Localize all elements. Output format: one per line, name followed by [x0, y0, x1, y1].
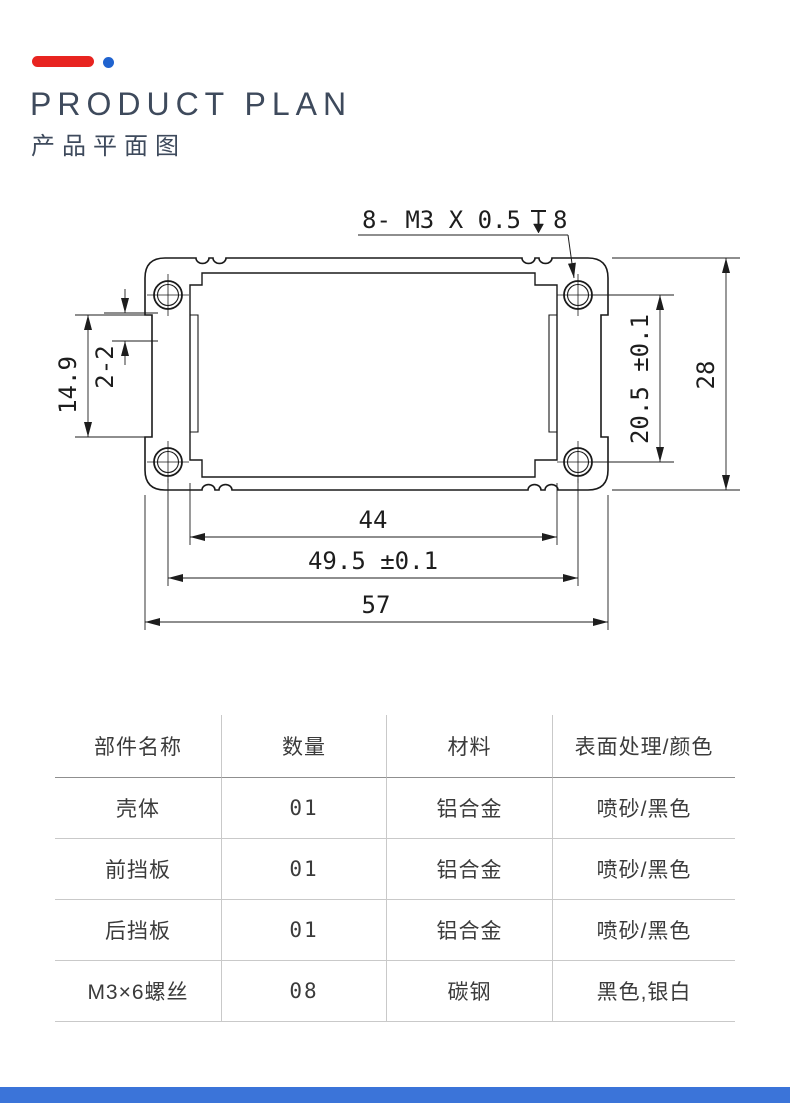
table-row-finish: 喷砂/黑色: [552, 839, 735, 900]
dim-bottom-outer: 57: [362, 591, 391, 619]
table-row-part-name: M3×6螺丝: [55, 961, 221, 1022]
table-row-finish: 喷砂/黑色: [552, 778, 735, 839]
dim-left-outer: 14.9: [54, 356, 82, 414]
dim-left-step: 2-2: [91, 345, 119, 388]
page-title: PRODUCT PLAN: [30, 86, 353, 122]
table-row-material: 碳钢: [386, 961, 552, 1022]
table-row-quantity: 01: [221, 778, 386, 839]
page-subtitle: 产品平面图: [31, 133, 186, 160]
table-row-material: 铝合金: [386, 900, 552, 961]
table-row-part-name: 壳体: [55, 778, 221, 839]
col-header-finish: 表面处理/颜色: [552, 715, 735, 778]
red-dash-icon: [32, 56, 94, 67]
quantity-value: 01: [289, 796, 319, 820]
thread-depth-value: 8: [553, 206, 567, 234]
quantity-value: 08: [289, 979, 319, 1003]
quantity-value: 01: [289, 857, 319, 881]
table-row-part-name: 后挡板: [55, 900, 221, 961]
screw-boss-holes: [147, 274, 599, 483]
quantity-value: 01: [289, 918, 319, 942]
dimension-labels: 14.9 2-2 20.5 ±0.1 28 44 49.5 ±0.1 57: [54, 314, 720, 619]
table-row-finish: 黑色,银白: [552, 961, 735, 1022]
thread-callout-text: 8- M3 X 0.5: [362, 206, 521, 234]
enclosure-outline: [144, 257, 609, 491]
table-row-quantity: 01: [221, 900, 386, 961]
dim-bottom-inner: 44: [359, 506, 388, 534]
footer-accent-bar: [0, 1087, 790, 1103]
parts-table: 部件名称 数量 材料 表面处理/颜色 壳体 01 铝合金 喷砂/黑色 前挡板 0…: [55, 715, 735, 1022]
col-header-quantity: 数量: [221, 715, 386, 778]
thread-callout: 8- M3 X 0.5 8: [358, 206, 576, 279]
col-header-part-name: 部件名称: [55, 715, 221, 778]
table-row-material: 铝合金: [386, 778, 552, 839]
blue-dot-icon: [103, 57, 114, 68]
table-row-material: 铝合金: [386, 839, 552, 900]
table-row-quantity: 01: [221, 839, 386, 900]
table-row-quantity: 08: [221, 961, 386, 1022]
col-header-material: 材料: [386, 715, 552, 778]
table-row-part-name: 前挡板: [55, 839, 221, 900]
depth-symbol-icon: [531, 210, 546, 234]
dim-right-inner: 20.5 ±0.1: [626, 314, 654, 444]
dim-bottom-holes: 49.5 ±0.1: [308, 547, 438, 575]
dimension-lines: [75, 257, 740, 630]
table-row-finish: 喷砂/黑色: [552, 900, 735, 961]
technical-drawing: 8- M3 X 0.5 8: [0, 195, 790, 645]
brand-mark: [32, 55, 118, 69]
dim-right-outer: 28: [692, 361, 720, 390]
